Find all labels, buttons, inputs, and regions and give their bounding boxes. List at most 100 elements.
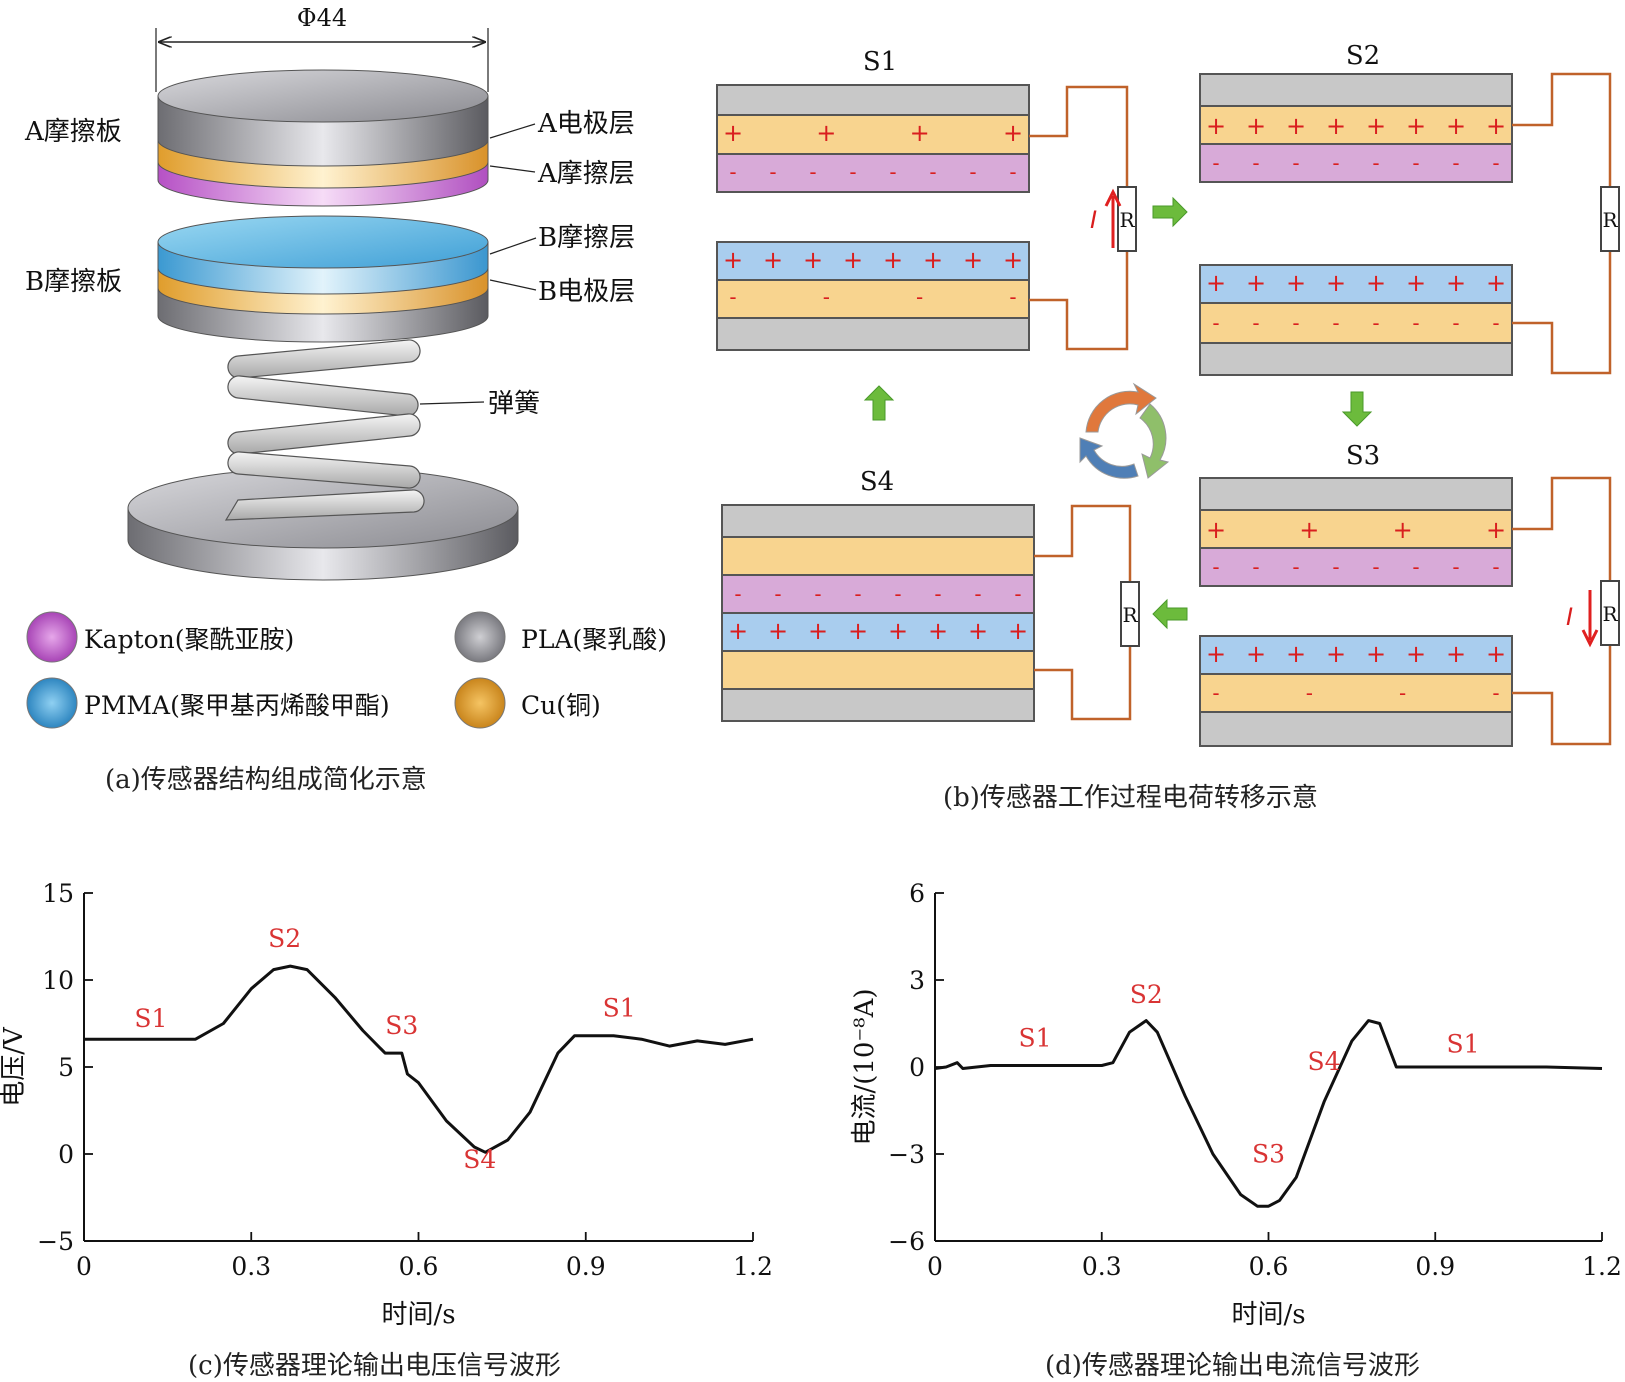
flow-arrow	[1152, 196, 1188, 228]
plus-sign: +	[1366, 640, 1386, 668]
cu-layer	[1199, 509, 1513, 549]
y-tick-label: 10	[42, 966, 74, 995]
pmma-layer	[1199, 635, 1513, 675]
plus-sign: +	[1286, 112, 1306, 140]
plus-sign: +	[1393, 516, 1413, 544]
plus-sign: +	[803, 246, 823, 274]
minus-sign: -	[1412, 151, 1419, 175]
legend-swatch-cu	[454, 677, 506, 729]
circuit-wire	[1512, 72, 1612, 187]
minus-sign: -	[1332, 311, 1339, 335]
dimension-label: Φ44	[297, 4, 347, 32]
plus-sign: +	[848, 617, 868, 645]
minus-sign: -	[1412, 311, 1419, 335]
plus-sign: +	[763, 246, 783, 274]
state-annotation: S3	[1252, 1140, 1285, 1169]
pla-layer	[721, 688, 1035, 722]
caption-d: (d)传感器理论输出电流信号波形	[1045, 1351, 1420, 1381]
minus-sign: -	[1372, 311, 1379, 335]
circuit-wire	[1512, 251, 1612, 375]
base-disc	[127, 467, 519, 581]
flow-arrow	[1152, 598, 1188, 630]
state-label-s3: S3	[1346, 441, 1380, 471]
leader-lines	[419, 123, 537, 405]
state-annotation: S4	[463, 1145, 496, 1174]
legend-swatch-kapton	[26, 611, 78, 663]
circuit-wire	[1512, 645, 1612, 746]
state-annotation: S2	[268, 924, 301, 953]
state-label-s2: S2	[1346, 41, 1380, 71]
minus-sign: -	[1292, 311, 1299, 335]
resistor	[1120, 581, 1140, 647]
current-arrow-down	[1581, 590, 1599, 648]
x-axis-label: 时间/s	[381, 1300, 455, 1330]
minus-sign: -	[1399, 681, 1406, 705]
y-axis-label: 电流/(10⁻⁸A)	[850, 988, 880, 1145]
x-tick-label: 0	[927, 1252, 943, 1281]
minus-sign: -	[729, 285, 736, 309]
plus-sign: +	[928, 617, 948, 645]
cycle-arrow-green	[1139, 403, 1170, 479]
kapton-layer	[721, 574, 1035, 614]
plus-sign: +	[963, 246, 983, 274]
minus-sign: -	[1306, 681, 1313, 705]
minus-sign: -	[889, 160, 896, 184]
current-label: I	[1090, 206, 1097, 234]
label-a-friction: A摩擦层	[537, 159, 635, 189]
cu-layer	[716, 114, 1030, 155]
minus-sign: -	[1492, 311, 1499, 335]
material-legend: Kapton(聚酰亚胺) PLA(聚乳酸) PMMA(聚甲基丙烯酸甲酯) Cu(…	[26, 611, 667, 729]
pmma-layer	[716, 241, 1030, 281]
cu-layer	[721, 536, 1035, 576]
minus-sign: -	[1492, 151, 1499, 175]
pla-layer	[1199, 73, 1513, 107]
x-tick-label: 0.3	[231, 1252, 271, 1281]
current-label: I	[1566, 603, 1573, 631]
minus-sign: -	[934, 582, 941, 606]
plus-sign: +	[723, 119, 743, 147]
resistor-label: R	[1122, 603, 1138, 627]
cu-layer	[1199, 673, 1513, 713]
x-tick-label: 0.9	[1415, 1252, 1455, 1281]
minus-sign: -	[929, 160, 936, 184]
plus-sign: +	[1299, 516, 1319, 544]
plus-sign: +	[768, 617, 788, 645]
state-annotation: S1	[1447, 1030, 1480, 1059]
legend-kapton: Kapton(聚酰亚胺)	[84, 625, 294, 654]
x-tick-label: 0.6	[399, 1252, 439, 1281]
pla-layer	[716, 84, 1030, 116]
kapton-layer	[1199, 547, 1513, 587]
pla-layer	[721, 504, 1035, 538]
legend-cu: Cu(铜)	[521, 691, 601, 720]
minus-sign: -	[1252, 151, 1259, 175]
caption-b: (b)传感器工作过程电荷转移示意	[943, 783, 1318, 813]
y-tick-label: 0	[909, 1053, 925, 1082]
plus-sign: +	[888, 617, 908, 645]
plus-sign: +	[1206, 269, 1226, 297]
label-b-board: B摩擦板	[25, 267, 122, 297]
label-a-board: A摩擦板	[24, 117, 122, 147]
plus-sign: +	[1446, 112, 1466, 140]
circuit-wire	[1512, 476, 1612, 581]
plus-sign: +	[883, 246, 903, 274]
panel-a: Φ44	[24, 4, 667, 795]
minus-sign: -	[1372, 151, 1379, 175]
pla-layer	[1199, 477, 1513, 511]
state-annotation: S3	[385, 1011, 418, 1040]
minus-sign: -	[1009, 160, 1016, 184]
minus-sign: -	[1412, 555, 1419, 579]
minus-sign: -	[774, 582, 781, 606]
plus-sign: +	[808, 617, 828, 645]
legend-swatch-pmma	[26, 677, 78, 729]
minus-sign: -	[854, 582, 861, 606]
plate-b	[157, 215, 489, 343]
kapton-layer	[1199, 143, 1513, 183]
y-tick-label: −5	[37, 1227, 74, 1256]
plus-sign: +	[1486, 640, 1506, 668]
resistor-label: R	[1602, 602, 1618, 626]
cycle-arrow-orange	[1085, 382, 1157, 433]
state-annotation: S2	[1130, 980, 1163, 1009]
flow-arrow	[1341, 391, 1373, 427]
minus-sign: -	[1452, 151, 1459, 175]
minus-sign: -	[974, 582, 981, 606]
